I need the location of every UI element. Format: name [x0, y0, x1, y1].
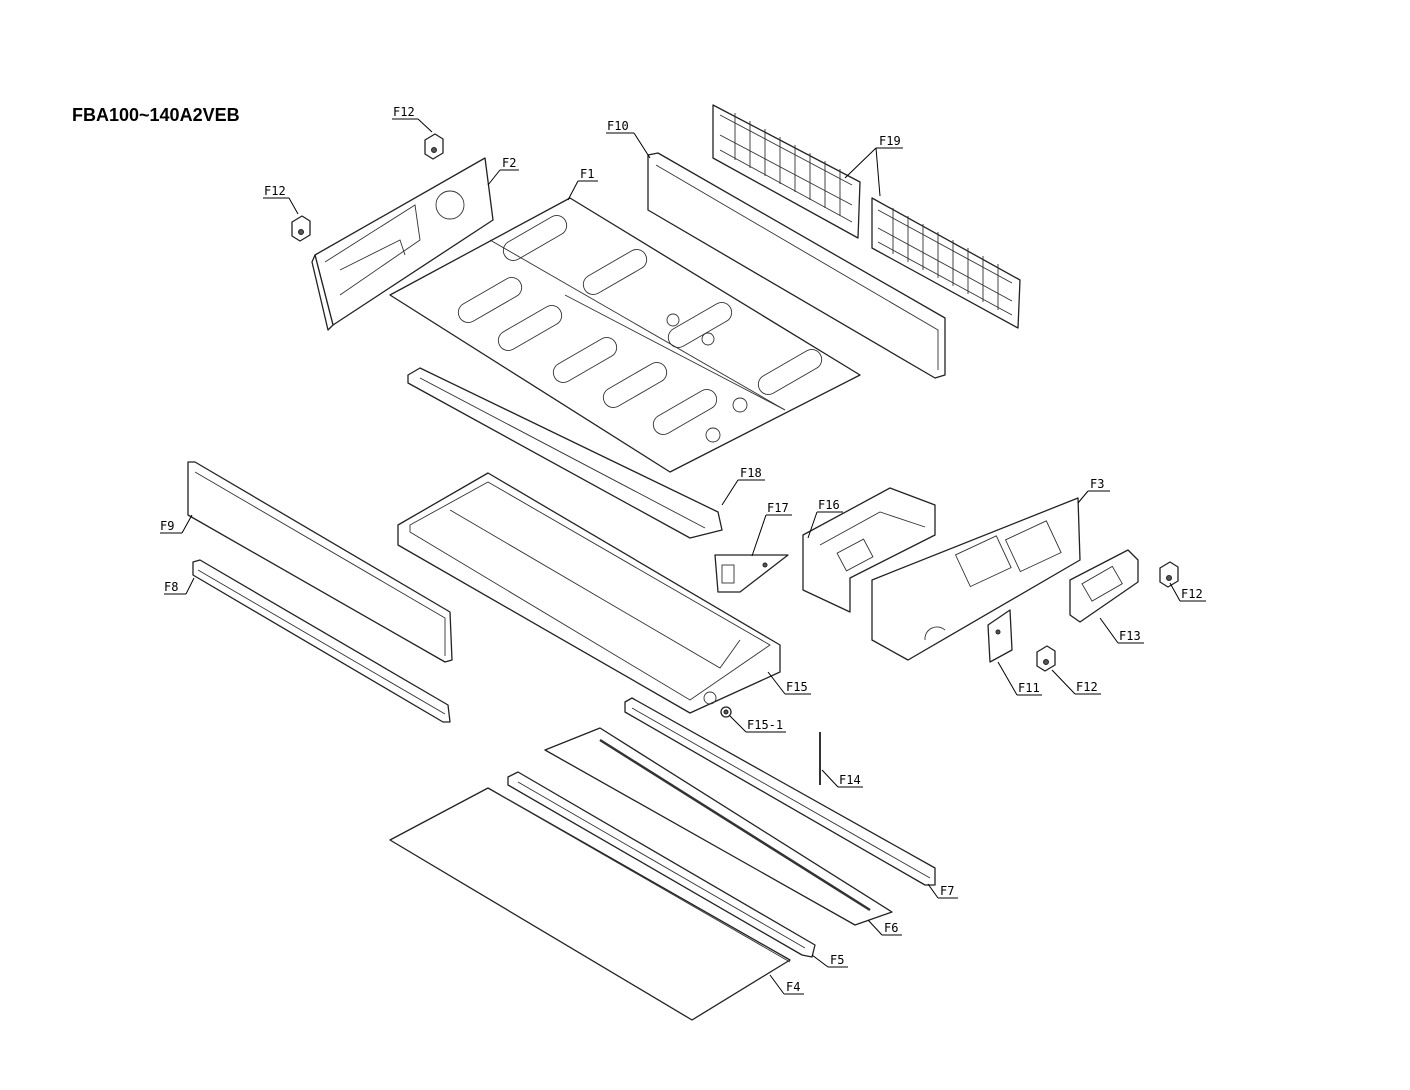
part-f16-electrical-box	[802, 487, 936, 613]
part-f17-bracket	[714, 554, 789, 593]
part-f8-bar	[192, 559, 451, 723]
part-f4-bottom-panel	[389, 787, 791, 1021]
label-f12-right-text: F12	[1181, 587, 1203, 601]
label-f5-text: F5	[830, 953, 844, 967]
label-f12-bottom-text: F12	[1076, 680, 1098, 694]
part-f2-side-panel	[311, 157, 494, 331]
model-title: FBA100~140A2VEB	[72, 105, 240, 125]
label-f10: F10	[606, 119, 651, 159]
label-f4: F4	[769, 974, 804, 995]
label-f12-left: F12	[263, 184, 299, 215]
label-f4-text: F4	[786, 980, 800, 994]
label-f19-text: F19	[879, 134, 901, 148]
label-f13: F13	[1099, 617, 1144, 644]
part-f19-filter-lower	[871, 197, 1021, 329]
label-f12-bottom: F12	[1051, 669, 1101, 695]
part-f1-top-panel	[389, 197, 861, 473]
label-f17: F17	[751, 501, 792, 557]
label-f16-text: F16	[818, 498, 840, 512]
label-f3: F3	[1077, 477, 1110, 504]
part-f13-pcb	[1069, 549, 1139, 623]
label-f15-1-text: F15-1	[747, 718, 783, 732]
part-f11-plate	[987, 609, 1013, 663]
label-f9: F9	[160, 514, 193, 534]
label-f2-text: F2	[502, 156, 516, 170]
label-f1-text: F1	[580, 167, 594, 181]
label-f8: F8	[164, 577, 195, 595]
label-f12-top-text: F12	[393, 105, 415, 119]
label-f3-text: F3	[1090, 477, 1104, 491]
part-f10-rear-frame	[647, 152, 946, 379]
label-f11-text: F11	[1018, 681, 1040, 695]
label-f1: F1	[567, 167, 598, 201]
label-f8-text: F8	[164, 580, 178, 594]
label-f7: F7	[927, 883, 958, 899]
part-f15-drain-pan	[397, 472, 781, 714]
part-f12-bracket-top	[424, 133, 444, 160]
part-f19-filter-upper	[712, 104, 861, 239]
part-f9-front-panel	[187, 461, 453, 663]
label-f15-text: F15	[786, 680, 808, 694]
label-f6: F6	[867, 919, 902, 936]
label-f15: F15	[767, 671, 811, 695]
label-f14: F14	[821, 769, 863, 788]
part-f15-1-plug	[720, 706, 732, 718]
part-f12-bracket-right	[1159, 561, 1179, 588]
label-f7-text: F7	[940, 884, 954, 898]
label-f12-left-text: F12	[264, 184, 286, 198]
part-f12-bracket-bottom	[1036, 645, 1056, 672]
label-f15-1: F15-1	[729, 715, 786, 733]
part-f12-bracket-left	[291, 215, 311, 242]
label-f12-right: F12	[1169, 582, 1206, 602]
part-f6-panel	[544, 727, 893, 926]
part-f5-rail	[507, 771, 816, 958]
label-f16: F16	[807, 498, 843, 539]
label-f9-text: F9	[160, 519, 174, 533]
label-f2: F2	[487, 156, 519, 186]
part-f7-rail	[624, 697, 936, 886]
label-f14-text: F14	[839, 773, 861, 787]
label-f17-text: F17	[767, 501, 789, 515]
label-f19: F19	[844, 134, 903, 197]
label-f18: F18	[721, 466, 765, 506]
label-f5: F5	[811, 953, 848, 968]
part-f18-rail	[407, 367, 723, 539]
label-f13-text: F13	[1119, 629, 1141, 643]
part-f3-electrical-panel	[871, 497, 1081, 661]
label-f12-top: F12	[392, 105, 433, 133]
label-f10-text: F10	[607, 119, 629, 133]
label-f6-text: F6	[884, 921, 898, 935]
label-f11: F11	[997, 661, 1042, 696]
label-f18-text: F18	[740, 466, 762, 480]
